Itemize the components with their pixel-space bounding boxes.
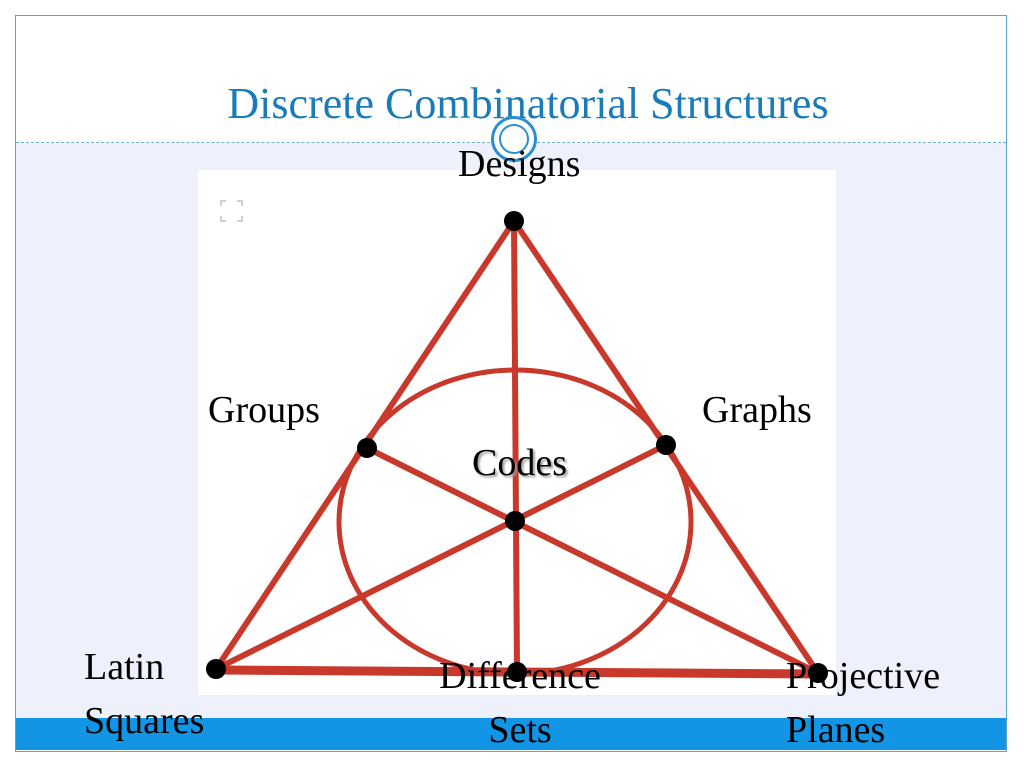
point-groups — [357, 438, 377, 458]
label-latin-squares-line2: Squares — [84, 700, 205, 742]
title-circle-ornament — [491, 116, 537, 162]
point-graphs — [656, 435, 676, 455]
slide-frame — [15, 15, 1007, 752]
label-projective-planes-line2: Planes — [786, 709, 886, 751]
point-designs — [504, 211, 524, 231]
label-designs: Designs — [458, 143, 581, 185]
label-codes: Codes — [472, 442, 567, 484]
label-difference-sets-line1: Difference — [439, 655, 601, 697]
label-difference-sets-line2: Sets — [488, 709, 552, 751]
point-latin-squares — [206, 659, 226, 679]
point-codes — [505, 511, 525, 531]
image-placeholder-icon — [220, 200, 243, 222]
label-groups: Groups — [208, 389, 320, 431]
label-latin-squares-line1: Latin — [84, 646, 165, 688]
label-graphs: Graphs — [702, 389, 812, 431]
line-median-left — [365, 445, 820, 676]
line-vertical-median — [511, 220, 520, 673]
bottom-accent-bar — [16, 718, 1006, 750]
label-projective-planes-line1: Projective — [786, 655, 941, 697]
line-median-right — [214, 442, 668, 672]
point-difference-sets — [507, 662, 527, 682]
point-projective-planes — [808, 663, 828, 683]
